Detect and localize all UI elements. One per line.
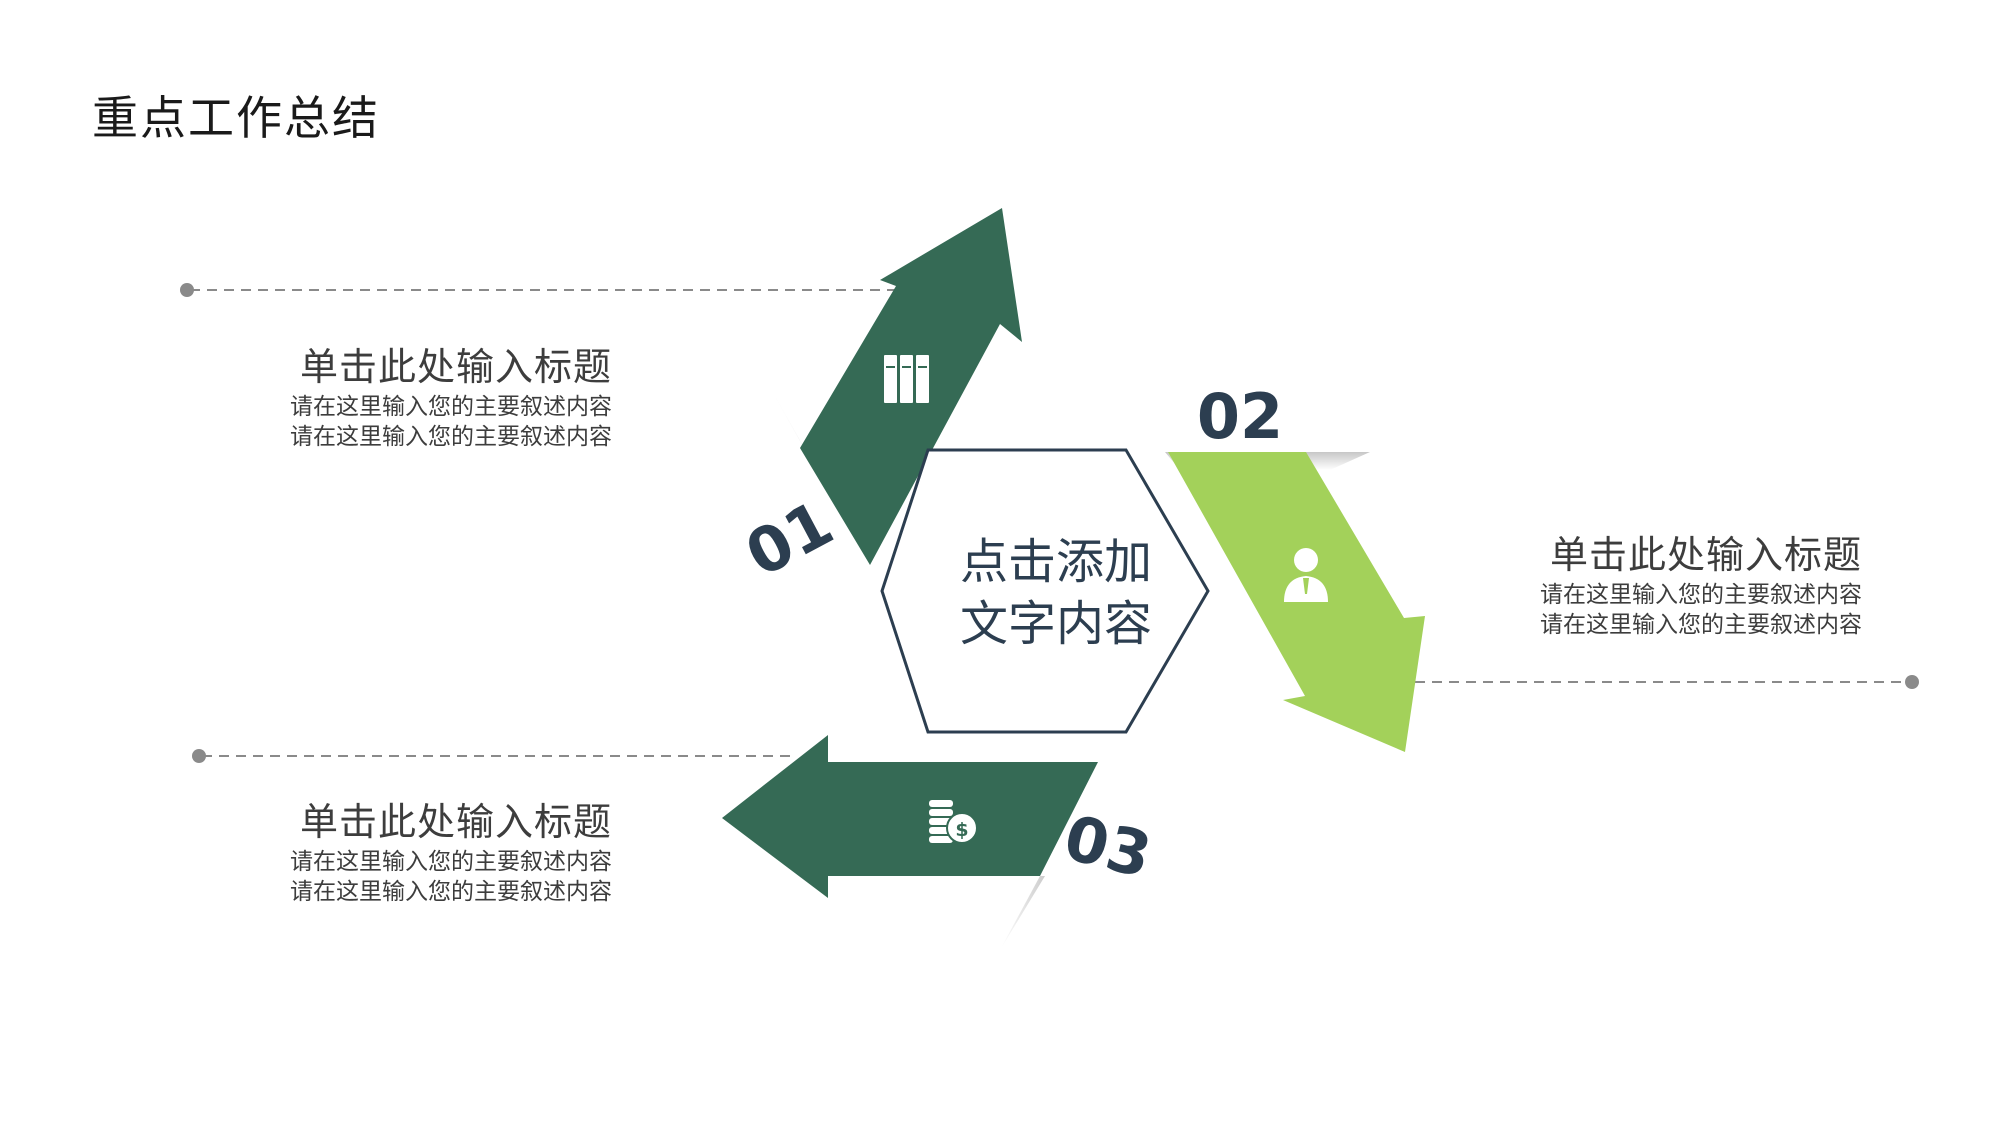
money-coins-icon: $ bbox=[929, 800, 978, 844]
block-heading: 单击此处输入标题 bbox=[299, 800, 612, 844]
block-desc-line: 请在这里输入您的主要叙述内容 bbox=[290, 424, 612, 450]
center-hexagon bbox=[880, 448, 1210, 734]
center-text-line2: 文字内容 bbox=[960, 596, 1152, 652]
block-heading: 单击此处输入标题 bbox=[1549, 533, 1862, 577]
step-number-03: 03 bbox=[1057, 801, 1158, 893]
block-desc-line: 请在这里输入您的主要叙述内容 bbox=[290, 394, 612, 420]
step-number-01: 01 bbox=[734, 486, 844, 591]
leader-line-02 bbox=[1415, 675, 1919, 689]
text-block-02: 单击此处输入标题 请在这里输入您的主要叙述内容 请在这里输入您的主要叙述内容 bbox=[1362, 530, 1862, 640]
step-number-02: 02 bbox=[1197, 380, 1283, 453]
block-desc-line: 请在这里输入您的主要叙述内容 bbox=[290, 879, 612, 905]
books-icon bbox=[884, 355, 929, 403]
center-text-line1: 点击添加 bbox=[960, 534, 1152, 590]
person-icon bbox=[1284, 548, 1328, 602]
text-block-03: 单击此处输入标题 请在这里输入您的主要叙述内容 请在这里输入您的主要叙述内容 bbox=[112, 797, 612, 907]
text-block-01: 单击此处输入标题 请在这里输入您的主要叙述内容 请在这里输入您的主要叙述内容 bbox=[112, 342, 612, 452]
block-desc-line: 请在这里输入您的主要叙述内容 bbox=[290, 849, 612, 875]
block-desc-line: 请在这里输入您的主要叙述内容 bbox=[1540, 582, 1862, 608]
block-desc-line: 请在这里输入您的主要叙述内容 bbox=[1540, 612, 1862, 638]
leader-line-01 bbox=[180, 283, 895, 297]
svg-text:$: $ bbox=[955, 819, 968, 841]
block-heading: 单击此处输入标题 bbox=[299, 345, 612, 389]
leader-line-03 bbox=[192, 749, 795, 763]
arrow-03 bbox=[722, 735, 1098, 950]
page-title: 重点工作总结 bbox=[92, 91, 380, 145]
